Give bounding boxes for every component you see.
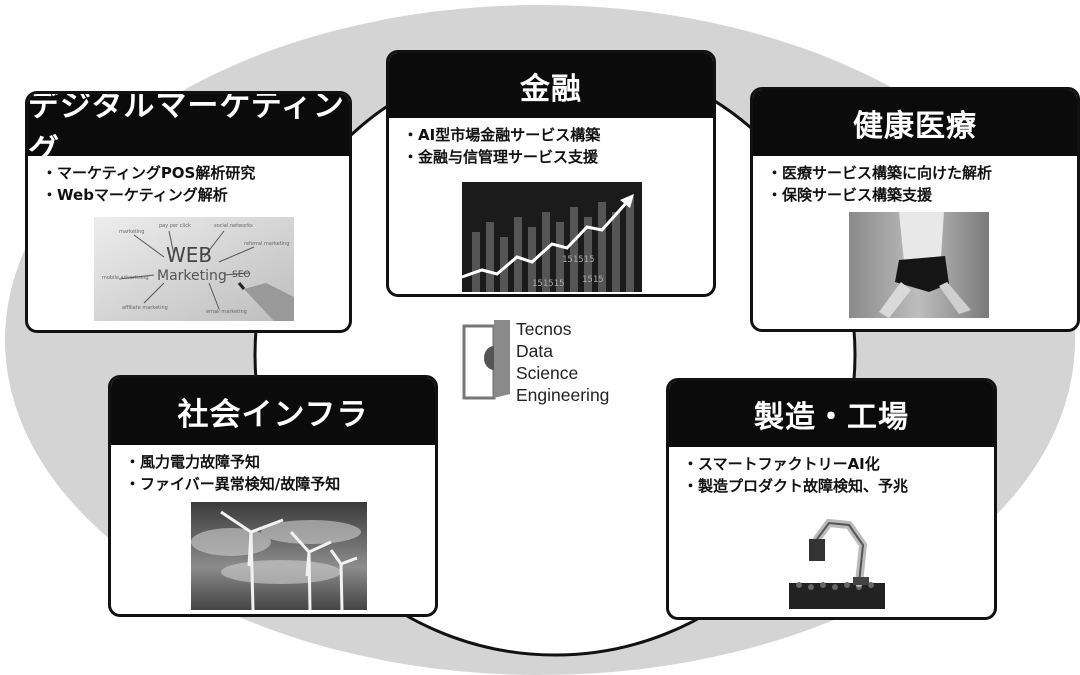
logo-text: Tecnos Data Science Engineering	[516, 318, 609, 406]
list-item: スマートファクトリーAI化	[683, 453, 994, 475]
list-item: 金融与信管理サービス支援	[403, 146, 713, 168]
logo-line-tecnos: Tecnos	[516, 319, 572, 339]
svg-text:mobile advertising: mobile advertising	[102, 275, 149, 281]
list-item: 保険サービス構築支援	[767, 184, 1077, 206]
tecnos-logo: Tecnos Data Science Engineering	[462, 318, 652, 408]
list-item: マーケティングPOS解析研究	[42, 162, 349, 184]
card-title-factory: 製造・工場	[669, 381, 994, 447]
runner-photo	[849, 212, 989, 318]
card-manufacturing-factory: 製造・工場 スマートファクトリーAI化 製造プロダクト故障検知、予兆	[666, 378, 997, 620]
card-list-marketing: マーケティングPOS解析研究 Webマーケティング解析	[28, 156, 349, 206]
logo-line-science: Science	[516, 363, 579, 383]
card-list-factory: スマートファクトリーAI化 製造プロダクト故障検知、予兆	[669, 447, 994, 497]
svg-text:marketing: marketing	[119, 229, 144, 235]
card-title-health: 健康医療	[753, 90, 1077, 156]
svg-text:email marketing: email marketing	[206, 309, 247, 315]
card-title-marketing: デジタルマーケティング	[28, 94, 349, 169]
svg-text:Marketing: Marketing	[157, 268, 227, 284]
web-marketing-photo: marketing pay per click social networks re…	[94, 217, 294, 321]
svg-text:pay per click: pay per click	[159, 223, 191, 229]
card-list-health: 医療サービス構築に向けた解析 保険サービス構築支援	[753, 156, 1077, 206]
list-item: 医療サービス構築に向けた解析	[767, 162, 1077, 184]
card-social-infrastructure: 社会インフラ 風力電力故障予知 ファイバー異常検知/故障予知	[108, 375, 438, 617]
robot-arm-photo	[779, 505, 891, 613]
card-list-infra: 風力電力故障予知 ファイバー異常検知/故障予知	[111, 445, 435, 495]
logo-line-data: Data	[516, 341, 553, 361]
svg-text:WEB: WEB	[166, 243, 212, 267]
list-item: AI型市場金融サービス構築	[403, 124, 713, 146]
svg-text:151515: 151515	[562, 255, 595, 265]
card-title-infra: 社会インフラ	[111, 378, 435, 445]
card-title-finance: 金融	[389, 53, 713, 118]
list-item: ファイバー異常検知/故障予知	[125, 473, 435, 495]
card-digital-marketing: デジタルマーケティング マーケティングPOS解析研究 Webマーケティング解析 …	[25, 91, 352, 333]
svg-text:affiliate marketing: affiliate marketing	[122, 305, 168, 311]
list-item: Webマーケティング解析	[42, 184, 349, 206]
card-list-finance: AI型市場金融サービス構築 金融与信管理サービス支援	[389, 118, 713, 168]
list-item: 風力電力故障予知	[125, 451, 435, 473]
tecnos-logo-icon	[462, 320, 510, 400]
svg-text:SEO: SEO	[232, 270, 250, 280]
wind-turbine-photo	[191, 502, 367, 610]
logo-line-engineering: Engineering	[516, 385, 610, 405]
card-health: 健康医療 医療サービス構築に向けた解析 保険サービス構築支援	[750, 87, 1080, 332]
list-item: 製造プロダクト故障検知、予兆	[683, 475, 994, 497]
svg-text:1515: 1515	[582, 275, 604, 285]
svg-text:151515: 151515	[532, 279, 565, 289]
svg-text:referral marketing: referral marketing	[244, 241, 289, 247]
card-finance: 金融 AI型市場金融サービス構築 金融与信管理サービス支援 1515151515…	[386, 50, 716, 297]
svg-text:social networks: social networks	[214, 223, 253, 229]
